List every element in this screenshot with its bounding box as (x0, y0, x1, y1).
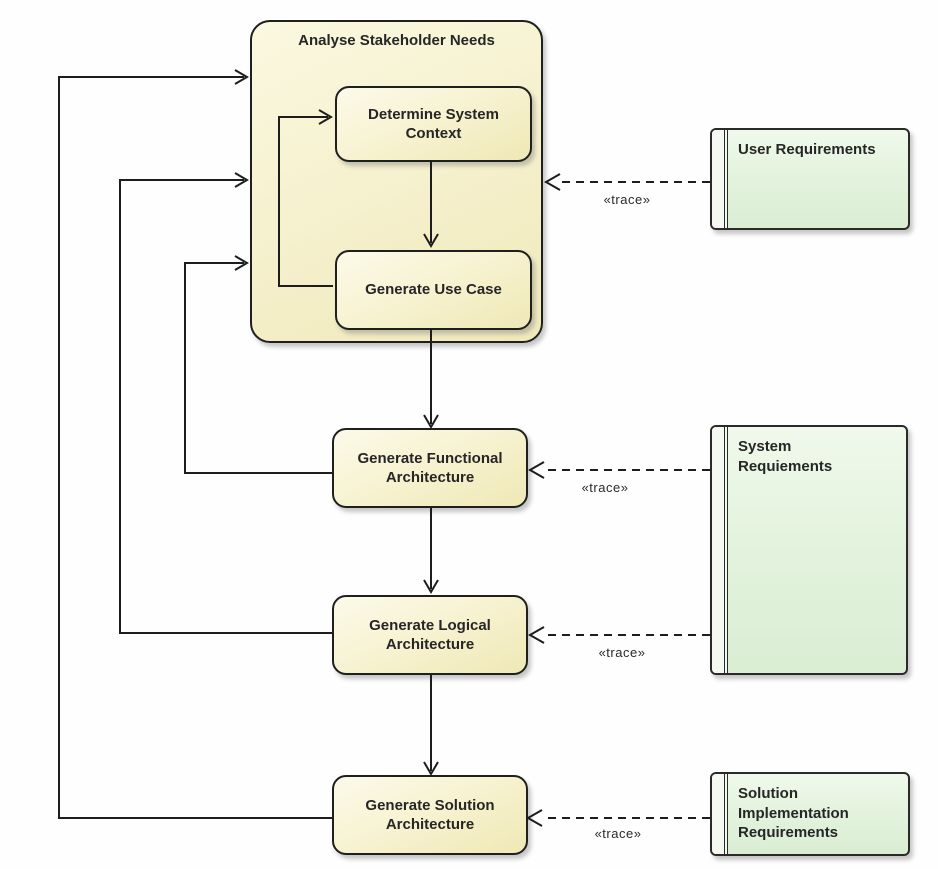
activity-label: Generate Functional Architecture (357, 449, 503, 487)
activity-label: Determine System Context (368, 105, 499, 143)
requirement-left-band (712, 774, 728, 854)
connector-trace-system-to-functional[interactable] (527, 461, 710, 479)
connector-trace-solimpl-to-solution[interactable] (525, 809, 710, 827)
requirement-label: Solution Implementation Requirements (738, 785, 849, 841)
activity-generate-use-case[interactable]: Generate Use Case (335, 250, 532, 330)
requirement-label: User Requirements (738, 141, 876, 158)
activity-label: Generate Use Case (365, 281, 502, 299)
activity-determine-system-context[interactable]: Determine System Context (335, 86, 532, 162)
connector-flow-determine-to-usecase[interactable] (423, 160, 439, 248)
activity-generate-functional-architecture[interactable]: Generate Functional Architecture (332, 428, 528, 508)
requirement-left-band (712, 130, 728, 228)
requirement-left-band (712, 427, 728, 673)
activity-label: Generate Solution Architecture (365, 796, 495, 834)
requirement-system-requirements[interactable]: System Requiements (710, 425, 908, 675)
activity-label: Generate Logical Architecture (369, 616, 491, 654)
connector-flow-logical-to-analyse[interactable] (119, 172, 332, 634)
connector-trace-system-to-logical[interactable] (527, 626, 710, 644)
activity-generate-solution-architecture[interactable]: Generate Solution Architecture (332, 775, 528, 855)
activity-generate-logical-architecture[interactable]: Generate Logical Architecture (332, 595, 528, 675)
connector-flow-usecase-to-determine[interactable] (278, 109, 333, 287)
requirement-label: System Requiements (738, 438, 833, 475)
trace-stereotype-label: «trace» (581, 480, 629, 495)
activity-label: Analyse Stakeholder Needs (298, 32, 495, 49)
trace-stereotype-label: «trace» (598, 645, 646, 660)
activity-analyse-stakeholder-needs[interactable]: Analyse Stakeholder Needs Determine Syst… (250, 20, 543, 343)
trace-stereotype-label: «trace» (603, 192, 651, 207)
connector-flow-functional-to-logical[interactable] (423, 508, 439, 594)
connector-flow-usecase-to-functional[interactable] (423, 328, 439, 429)
requirement-solution-implementation-requirements[interactable]: Solution Implementation Requirements (710, 772, 910, 856)
connector-flow-functional-to-analyse[interactable] (184, 255, 332, 474)
trace-stereotype-label: «trace» (594, 826, 642, 841)
requirement-user-requirements[interactable]: User Requirements (710, 128, 910, 230)
connector-flow-solution-to-analyse[interactable] (58, 69, 332, 819)
connector-flow-logical-to-solution[interactable] (423, 675, 439, 776)
connector-trace-user-to-analyse[interactable] (543, 173, 710, 191)
